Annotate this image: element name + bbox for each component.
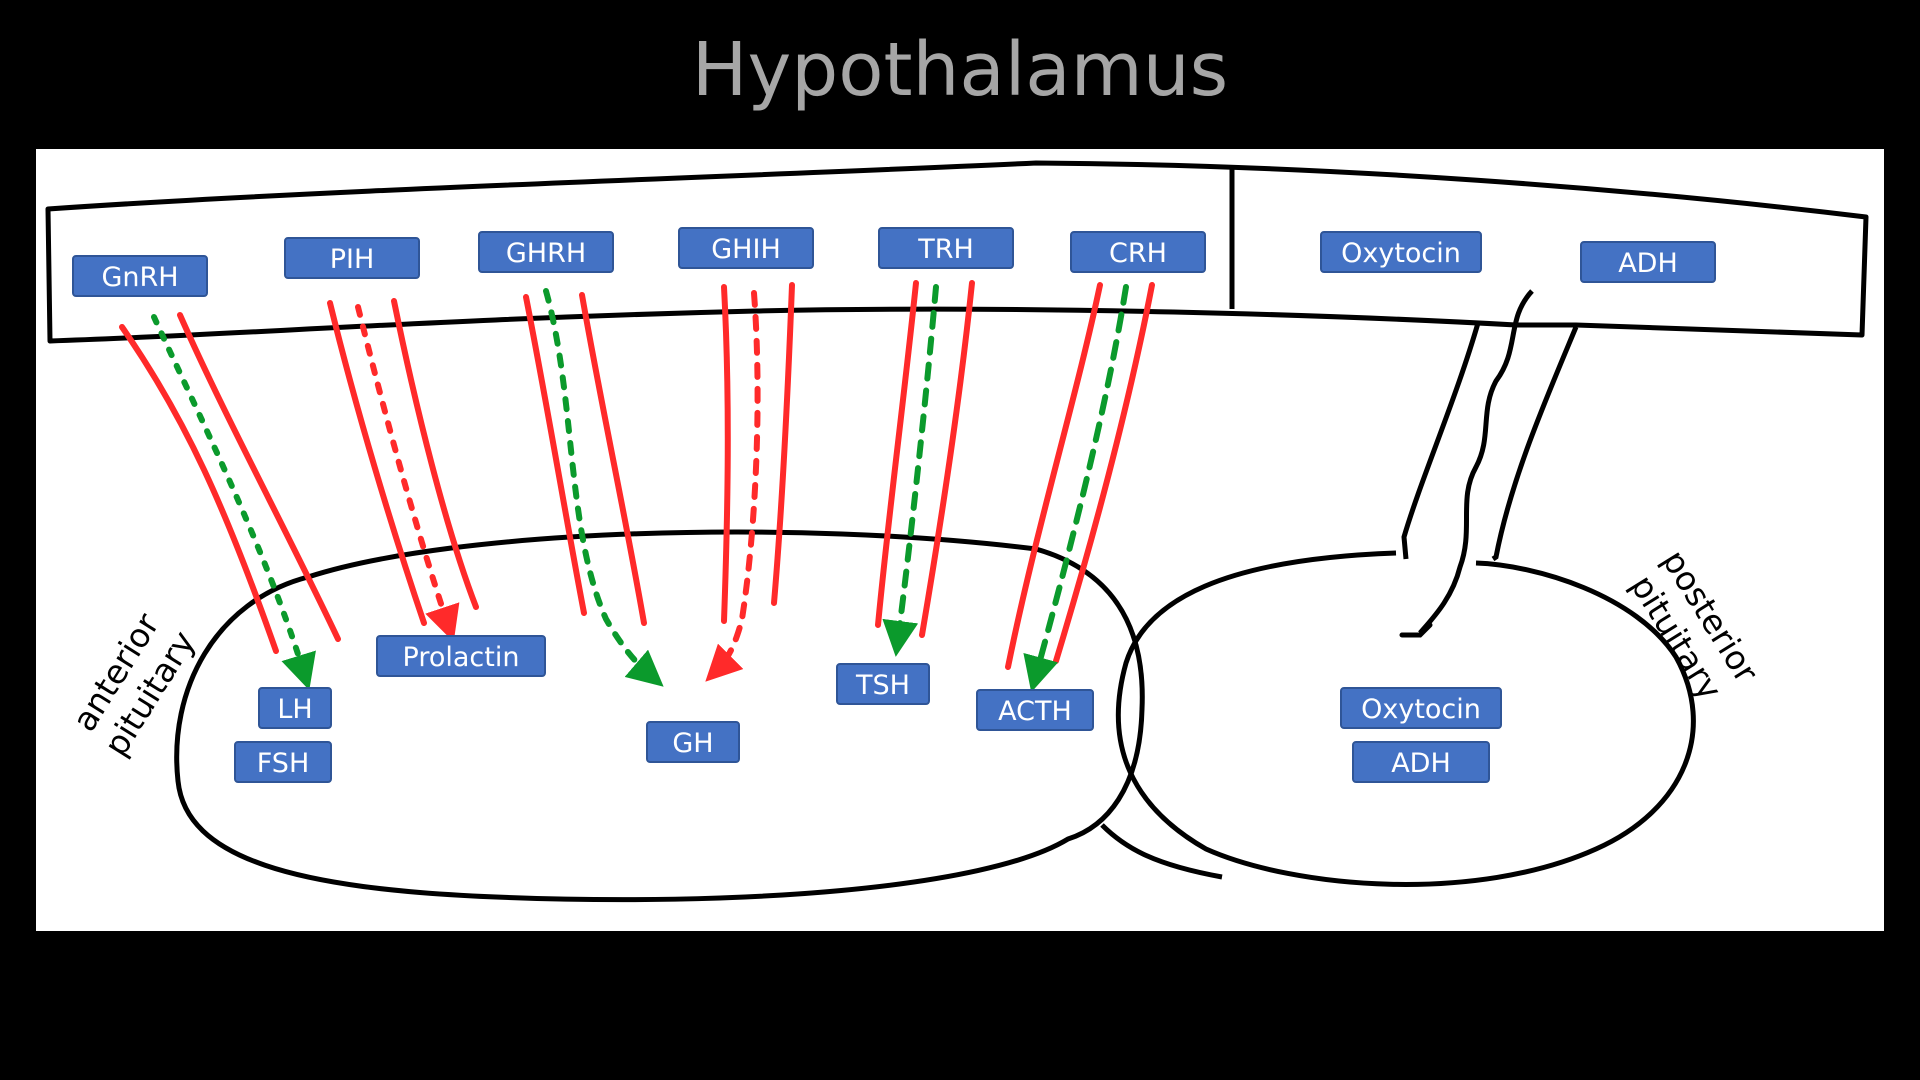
- arrow-pih-to-prolactin: [355, 304, 460, 643]
- gnrh-label: GnRH: [72, 255, 208, 297]
- acth-label: ACTH: [976, 689, 1094, 731]
- hypothalamus-oxytocin-label: Oxytocin: [1320, 231, 1482, 273]
- slide-title: Hypothalamus: [691, 27, 1229, 113]
- arrow-ghrh-to-gh: [543, 288, 664, 687]
- ghrh-label: GHRH: [478, 231, 614, 273]
- axon-arrowhead: [1399, 622, 1433, 638]
- pih-label: PIH: [284, 237, 420, 279]
- arrow-trh-to-tsh: [882, 284, 939, 657]
- neurosecretory-axon: [1418, 289, 1534, 635]
- arrow-crh-to-acth: [1023, 284, 1129, 693]
- portal-vessel-gnrh: [119, 312, 341, 654]
- portal-vessel-ghih: [721, 282, 795, 624]
- prolactin-label: Prolactin: [376, 635, 546, 677]
- infundibulum-right-wall: [1491, 326, 1579, 562]
- portal-vessel-trh: [875, 280, 975, 638]
- posterior-pituitary-outline: [1115, 550, 1696, 887]
- crh-label: CRH: [1070, 231, 1206, 273]
- posterior-oxytocin-label: Oxytocin: [1340, 687, 1502, 729]
- pituitary-diagram: [45, 160, 1869, 903]
- hypothalamus-adh-label: ADH: [1580, 241, 1716, 283]
- trh-label: TRH: [878, 227, 1014, 269]
- fsh-label: FSH: [234, 741, 332, 783]
- pituitary-junction: [1100, 823, 1223, 880]
- hypothalamus-outline: [45, 160, 1869, 344]
- lh-label: LH: [258, 687, 332, 729]
- ghih-label: GHIH: [678, 227, 814, 269]
- posterior-adh-label: ADH: [1352, 741, 1490, 783]
- portal-vessel-pih: [327, 298, 479, 626]
- anterior-pituitary-outline: [174, 529, 1145, 903]
- portal-vessel-crh: [1005, 282, 1155, 670]
- diagram-panel: GnRH PIH GHRH GHIH TRH CRH Oxytocin ADH …: [36, 149, 1884, 931]
- infundibulum-left-wall: [1401, 322, 1481, 560]
- arrow-gnrh-to-lh: [151, 314, 316, 691]
- gh-label: GH: [646, 721, 740, 763]
- arrow-ghih-to-gh: [705, 290, 761, 682]
- tsh-label: TSH: [836, 663, 930, 705]
- portal-vessel-ghrh: [523, 292, 647, 626]
